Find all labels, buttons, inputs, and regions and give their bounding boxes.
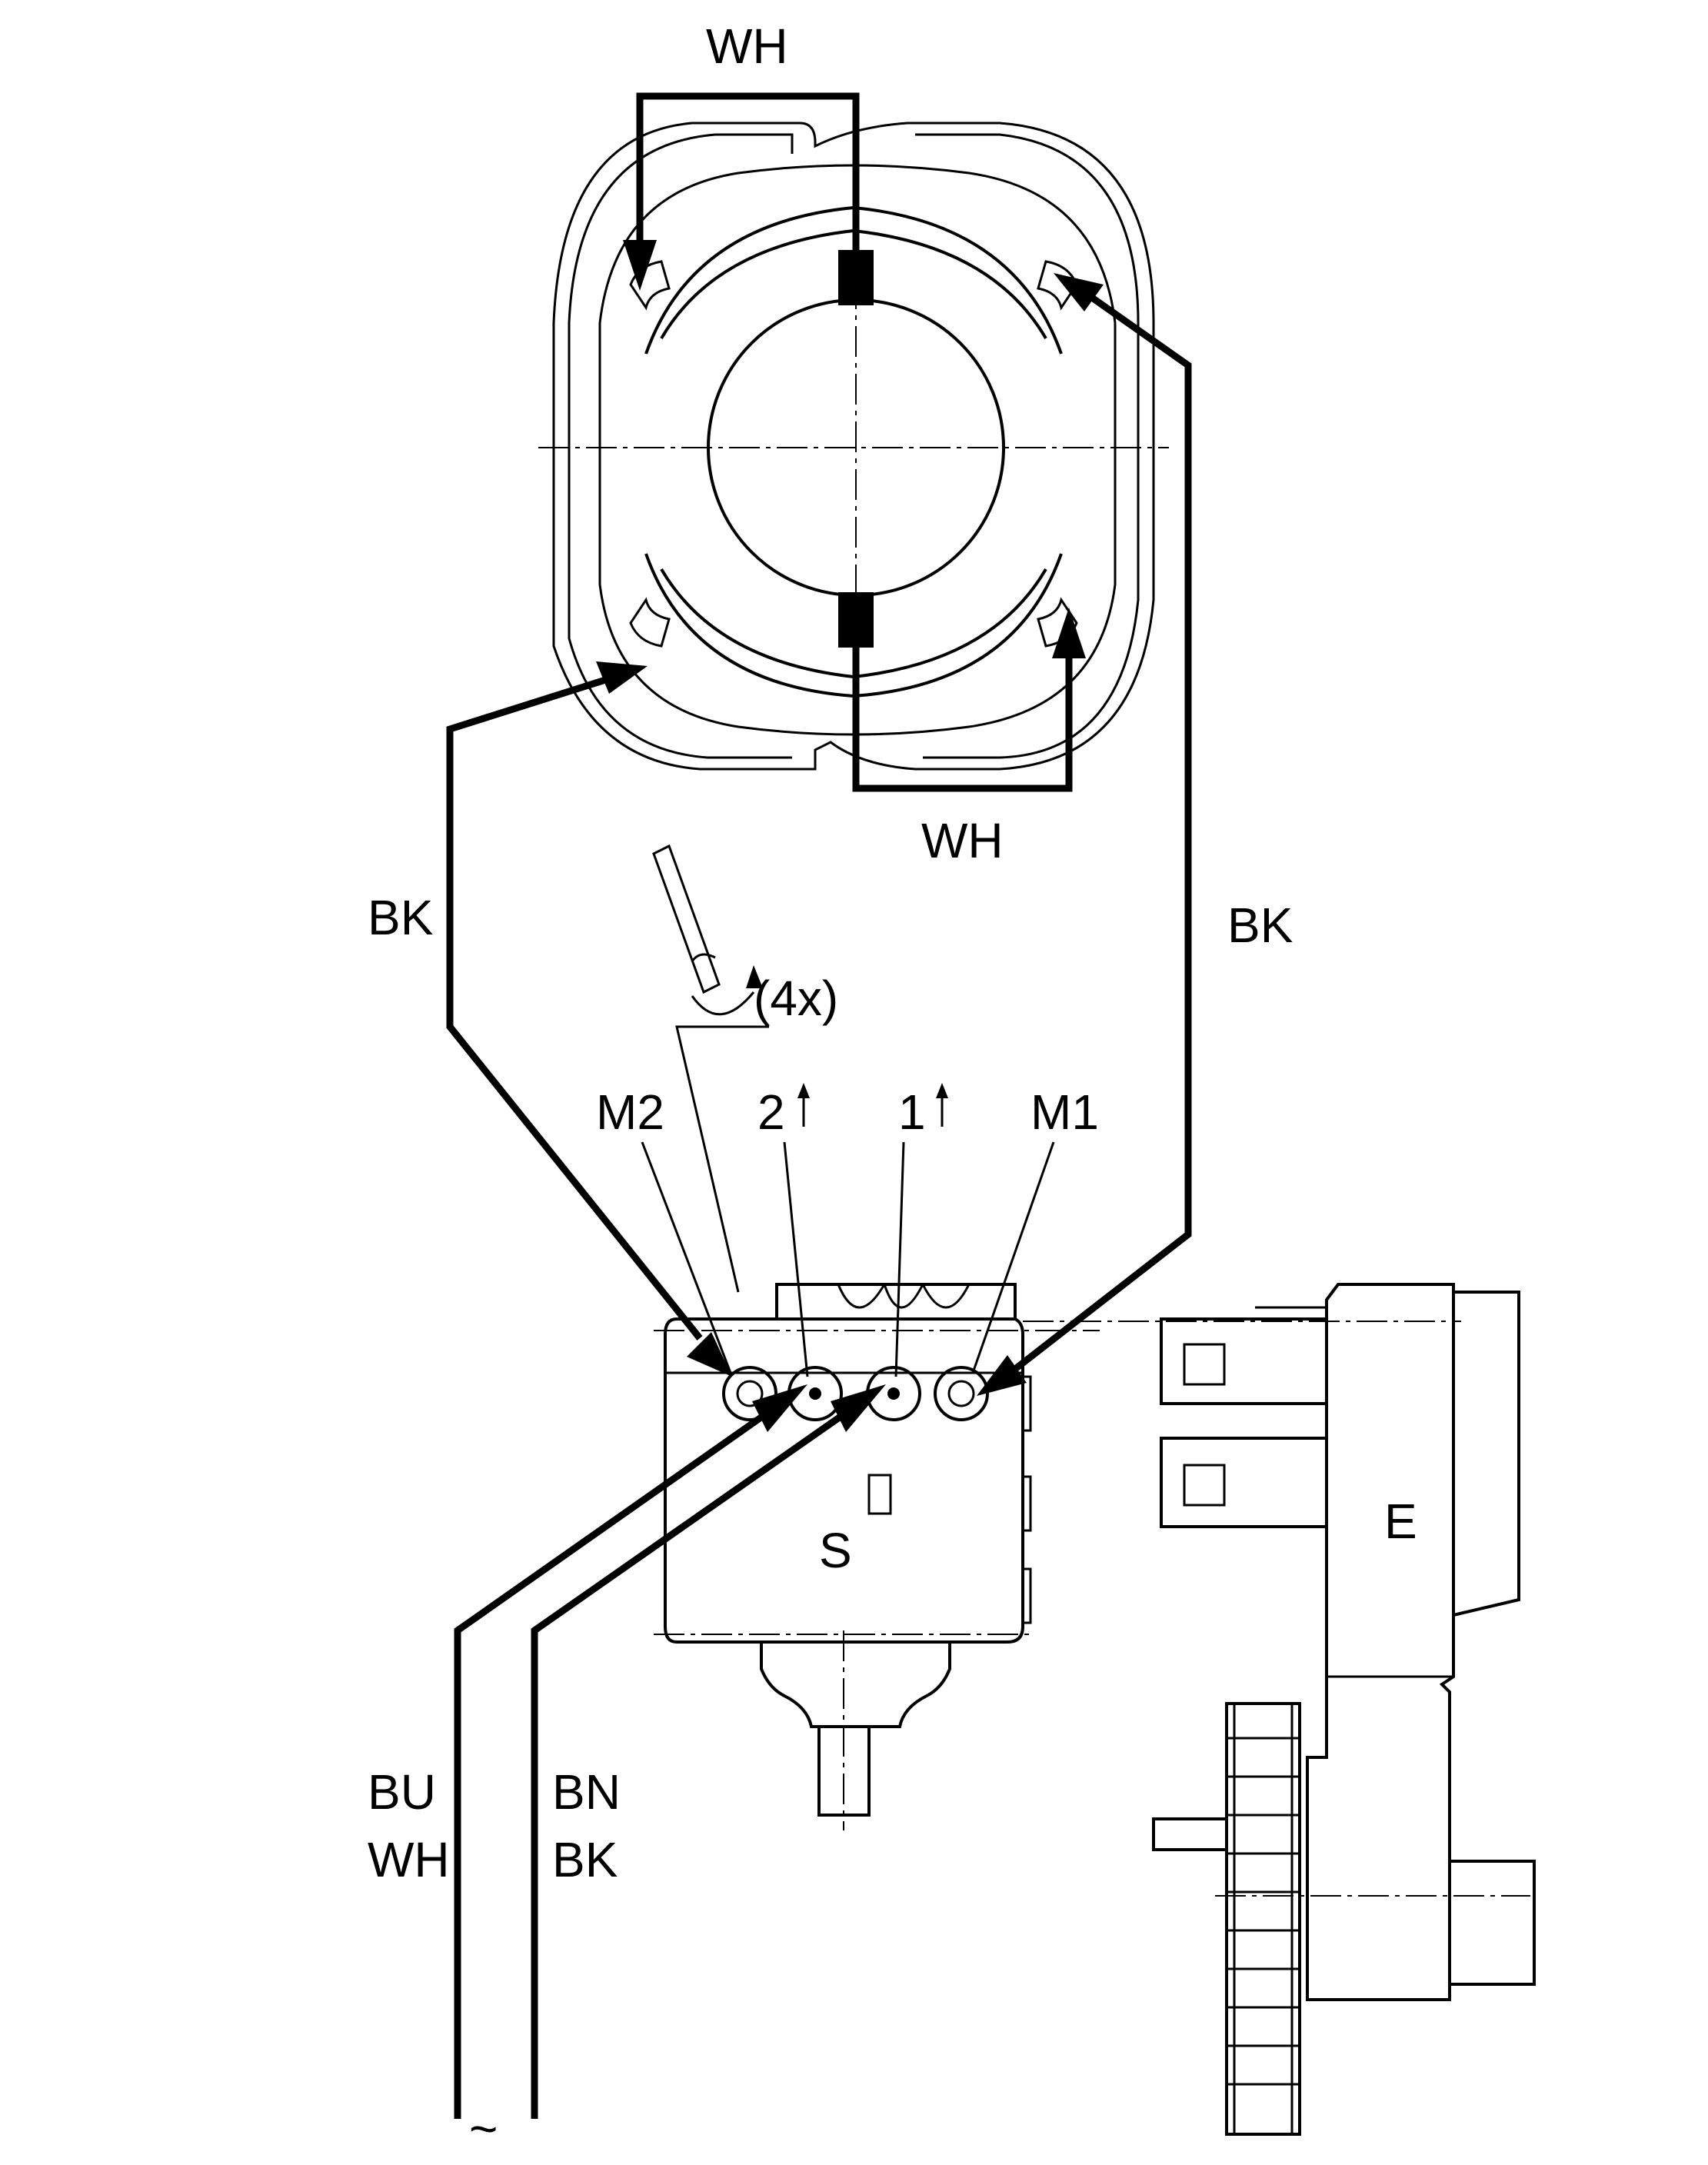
terminal-m1 <box>934 1366 989 1421</box>
housing-e <box>1023 1283 1536 2136</box>
label-switch: S <box>819 1523 852 1578</box>
label-lead-bn: BN <box>552 1764 621 1820</box>
arrowhead-wh-top <box>623 240 657 291</box>
wire-bk-right <box>1013 289 1192 1372</box>
wire-supply-bn-bk <box>531 1404 856 2119</box>
label-terminal-2: 2 <box>757 1084 785 1140</box>
label-terminal-m1: M1 <box>1030 1084 1099 1140</box>
arrowhead-bk-left-terminal <box>687 1332 732 1377</box>
label-bk-right: BK <box>1227 898 1293 953</box>
screwdriver-tool <box>652 844 769 1293</box>
switch-window <box>867 1474 892 1515</box>
arrowhead-bk-right-terminal <box>977 1355 1027 1396</box>
label-bk-left: BK <box>368 890 433 945</box>
wire-wh-bottom <box>852 646 1073 792</box>
gear-knob <box>1225 1702 1301 2136</box>
label-lead-bu: BU <box>368 1764 436 1820</box>
terminal-1 <box>866 1366 921 1421</box>
brush-top <box>838 250 874 305</box>
label-repeat: (4x) <box>754 971 838 1026</box>
arrowhead-supply-m2 <box>752 1384 807 1432</box>
label-ac-symbol: ~ <box>469 2101 498 2157</box>
labels: WH WH BK BK (4x) M2 2 1 M1 S E BU WH BN … <box>368 18 1417 2157</box>
label-terminal-1: 1 <box>898 1084 926 1140</box>
label-terminal-m2: M2 <box>596 1084 664 1140</box>
label-lead-wh: WH <box>368 1832 450 1887</box>
arrowhead-bk-left-top <box>596 661 648 694</box>
wire-supply-bu-wh <box>454 1404 777 2119</box>
label-housing: E <box>1384 1494 1417 1549</box>
wire-bk-left <box>446 673 703 1341</box>
label-lead-bk: BK <box>552 1832 618 1887</box>
terminal-2 <box>787 1366 843 1421</box>
brush-bottom <box>838 592 874 648</box>
switch-body <box>641 1083 1100 1830</box>
wire-wh-top <box>636 92 860 254</box>
arrowhead-supply-2 <box>831 1384 886 1432</box>
label-wh-top: WH <box>706 18 788 74</box>
arrowhead-wh-bottom <box>1052 608 1086 658</box>
label-wh-bottom: WH <box>921 813 1004 868</box>
wiring <box>446 92 1192 2119</box>
arrowhead-bk-right-top <box>1054 273 1104 311</box>
terminal-m2 <box>722 1366 777 1421</box>
